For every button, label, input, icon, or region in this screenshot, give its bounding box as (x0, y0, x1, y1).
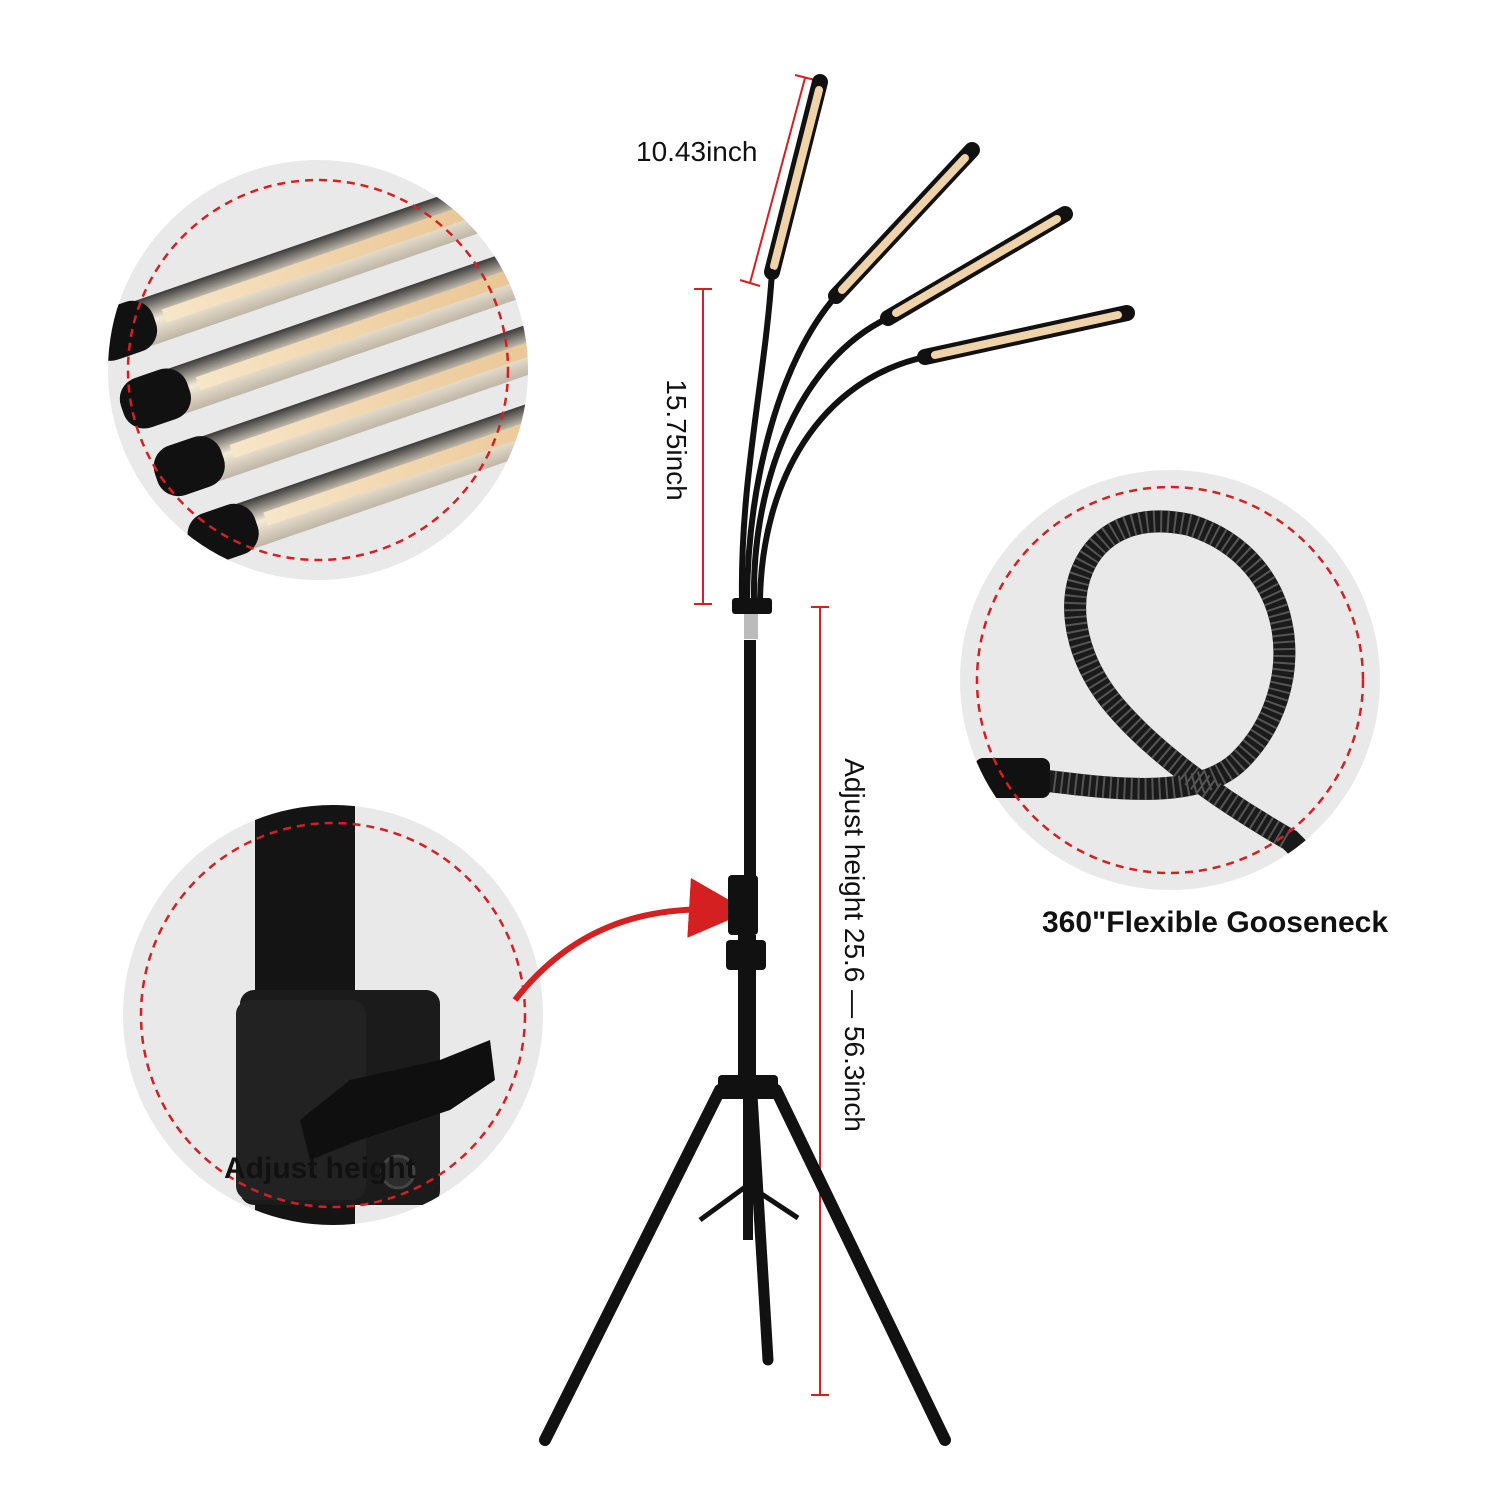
light-bar-length-label: 10.43inch (636, 136, 758, 167)
gooseneck (738, 269, 775, 603)
tripod-leg (746, 1089, 774, 1366)
leg-brace (746, 1182, 800, 1221)
gooseneck (750, 315, 891, 603)
leg-brace (698, 1182, 750, 1223)
red-arrow (512, 877, 749, 1002)
head-connector (732, 598, 772, 614)
light-bar (764, 74, 828, 280)
goosenecks (738, 269, 928, 603)
gooseneck-length-label: 15.75inch (661, 379, 692, 501)
dashed-ring (975, 485, 1365, 875)
light-bar (880, 206, 1073, 326)
lower-pole (738, 935, 756, 1080)
adjust-height-caption: Adjust height (224, 1152, 416, 1185)
leg-hub (718, 1075, 778, 1099)
light-heads (764, 74, 1135, 365)
gooseneck-collar (975, 758, 1050, 798)
gooseneck (744, 293, 839, 603)
circle-background (960, 470, 1380, 890)
dashed-ring (139, 821, 527, 1209)
clamp-closeup-circle (123, 805, 543, 1225)
tripod-leg (539, 1084, 726, 1446)
tripod-leg (770, 1084, 951, 1446)
led-bar-closeup (108, 182, 507, 361)
gooseneck (757, 354, 928, 603)
gooseneck-caption: 360"Flexible Gooseneck (1042, 906, 1389, 939)
led-closeup-circle (108, 160, 528, 580)
light-bar (917, 305, 1135, 365)
height-lock-clamp[interactable] (728, 875, 758, 935)
dashed-ring (126, 178, 510, 562)
dimension-stand-height (811, 606, 829, 1396)
upper-pole (744, 640, 756, 880)
led-bar-closeup (153, 318, 528, 497)
clamp-screw (380, 1154, 416, 1190)
height-range-label: Adjust height 25.6 — 56.3inch (839, 758, 870, 1132)
dimension-gooseneck (694, 288, 712, 605)
height-lock-clamp[interactable] (726, 940, 766, 970)
clamp-knob (300, 1040, 495, 1160)
gooseneck-closeup-circle (960, 470, 1380, 890)
dimension-light-bar (739, 74, 816, 287)
connector-screw (744, 614, 758, 639)
tripod-stand (539, 598, 951, 1446)
light-bar (828, 142, 980, 304)
led-bar-closeup (119, 250, 528, 429)
